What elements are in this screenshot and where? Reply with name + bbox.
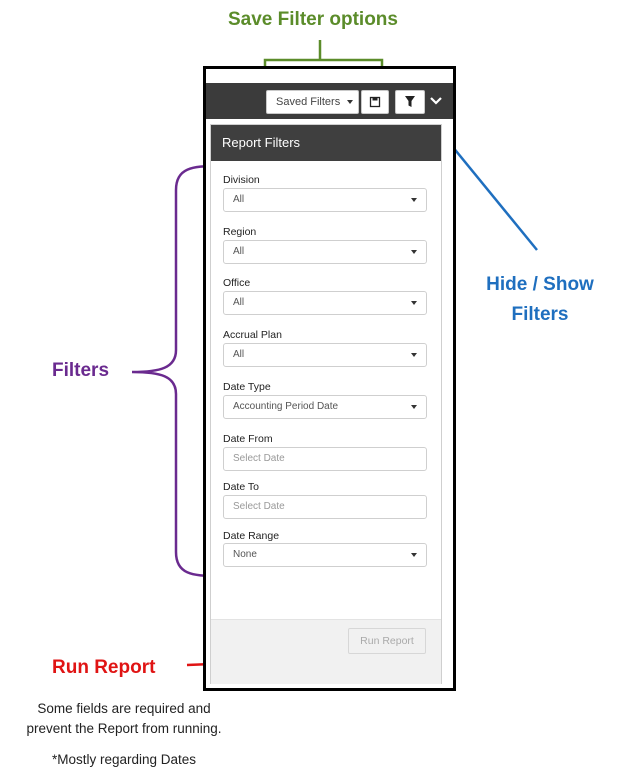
filter-funnel-icon bbox=[405, 96, 415, 107]
caret-down-icon bbox=[411, 301, 417, 305]
caret-down-icon bbox=[411, 198, 417, 202]
office-select[interactable]: All bbox=[223, 291, 427, 315]
dialog-title: Report Filters bbox=[211, 125, 441, 161]
date-range-select[interactable]: None bbox=[223, 543, 427, 567]
date-to-input[interactable]: Select Date bbox=[223, 495, 427, 519]
saved-filters-label: Saved Filters bbox=[276, 96, 341, 108]
filters-brace bbox=[131, 164, 219, 578]
hide-show-filters-annotation: Hide / Show Filters bbox=[470, 270, 610, 330]
region-select[interactable]: All bbox=[223, 240, 427, 264]
save-filter-button[interactable] bbox=[361, 90, 389, 114]
date-range-value: None bbox=[233, 549, 257, 560]
report-panel: Saved Filters Report Filters Division Al… bbox=[203, 66, 456, 691]
caret-down-icon bbox=[347, 100, 354, 105]
note-line-2: prevent the Report from running. bbox=[26, 721, 222, 736]
caret-down-icon bbox=[411, 405, 417, 409]
toggle-filters-button[interactable] bbox=[395, 90, 425, 114]
region-label: Region bbox=[223, 226, 257, 238]
accrual-plan-select[interactable]: All bbox=[223, 343, 427, 367]
top-toolbar: Saved Filters bbox=[206, 83, 453, 119]
date-to-label: Date To bbox=[223, 481, 259, 493]
office-value: All bbox=[233, 297, 245, 308]
required-fields-note: Some fields are required and prevent the… bbox=[8, 699, 240, 770]
date-from-placeholder: Select Date bbox=[233, 453, 285, 464]
note-line-3: *Mostly regarding Dates bbox=[51, 752, 197, 767]
accrual-plan-label: Accrual Plan bbox=[223, 329, 282, 341]
dialog-footer: Run Report bbox=[211, 619, 441, 684]
caret-down-icon bbox=[411, 250, 417, 254]
filters-annotation: Filters bbox=[52, 360, 110, 381]
run-report-button[interactable]: Run Report bbox=[348, 628, 426, 654]
chevron-down-icon[interactable] bbox=[429, 94, 443, 108]
hide-show-line2: Filters bbox=[511, 304, 569, 325]
note-line-1: Some fields are required and bbox=[37, 701, 211, 716]
division-label: Division bbox=[223, 174, 260, 186]
date-type-value: Accounting Period Date bbox=[233, 401, 339, 412]
date-range-label: Date Range bbox=[223, 530, 280, 542]
accrual-plan-value: All bbox=[233, 349, 245, 360]
date-from-label: Date From bbox=[223, 433, 273, 445]
saved-filters-dropdown[interactable]: Saved Filters bbox=[266, 90, 359, 114]
hide-show-line1: Hide / Show bbox=[486, 274, 594, 295]
save-filter-options-annotation: Save Filter options bbox=[228, 9, 398, 30]
date-to-placeholder: Select Date bbox=[233, 501, 285, 512]
region-value: All bbox=[233, 246, 245, 257]
run-report-annotation: Run Report bbox=[52, 657, 156, 678]
caret-down-icon bbox=[411, 353, 417, 357]
office-label: Office bbox=[223, 277, 251, 289]
date-type-select[interactable]: Accounting Period Date bbox=[223, 395, 427, 419]
report-filters-dialog: Report Filters Division All Region All O… bbox=[210, 124, 442, 684]
caret-down-icon bbox=[411, 553, 417, 557]
division-value: All bbox=[233, 194, 245, 205]
date-type-label: Date Type bbox=[223, 381, 271, 393]
date-from-input[interactable]: Select Date bbox=[223, 447, 427, 471]
division-select[interactable]: All bbox=[223, 188, 427, 212]
floppy-disk-icon bbox=[369, 96, 381, 108]
